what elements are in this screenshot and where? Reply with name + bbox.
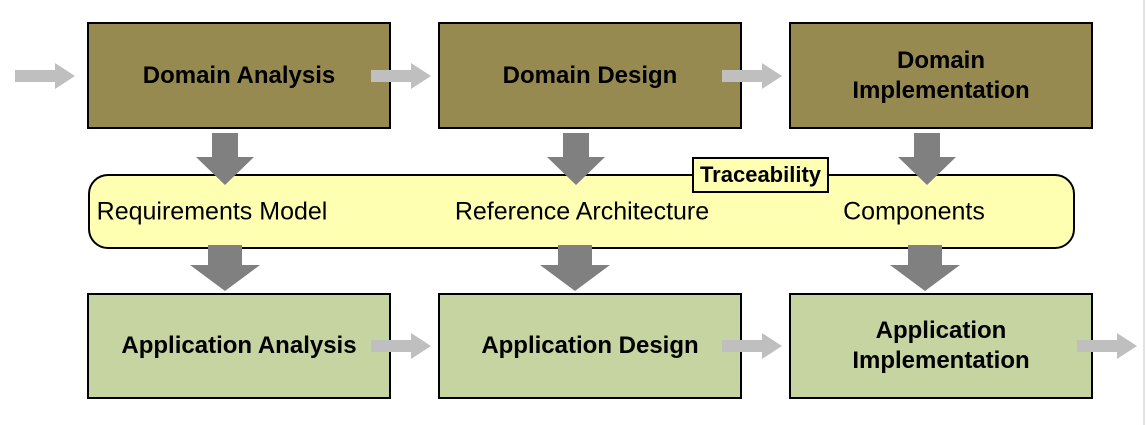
domain-analysis-box: Domain Analysis [87,22,391,129]
flow-arrow-down-icon [190,245,260,291]
traceability-band: Requirements Model Reference Architectur… [88,174,1075,249]
flow-arrow-down-icon [890,245,960,291]
band-label-reference-architecture: Reference Architecture [454,197,710,225]
box-label: Domain Design [502,61,678,89]
domain-design-box: Domain Design [438,22,742,129]
box-label: Domain Analysis [142,61,336,89]
flow-arrow-right-icon [1077,333,1137,359]
traceability-tag: Traceability [692,157,829,193]
application-implementation-box: Application Implementation [789,293,1093,399]
box-label: Application Analysis [121,332,357,359]
traceability-tag-label: Traceability [699,162,822,187]
flow-arrow-right-icon [371,333,431,359]
flow-arrow-down-icon [196,133,254,185]
box-label: Domain Implementation [852,46,1030,104]
band-label-requirements-model: Requirements Model [96,197,328,225]
page-edge-divider [1143,0,1145,425]
band-label-components: Components [843,197,985,225]
flow-arrow-right-icon [15,63,75,89]
application-analysis-box: Application Analysis [87,293,391,399]
flow-arrow-down-icon [898,133,956,185]
box-label: Application Design [481,332,699,359]
flow-arrow-down-icon [547,133,605,185]
flow-arrow-right-icon [722,333,782,359]
application-design-box: Application Design [438,293,742,399]
domain-implementation-box: Domain Implementation [789,22,1093,129]
box-label: Application Implementation [852,317,1030,374]
flow-arrow-right-icon [371,63,431,89]
flow-arrow-right-icon [722,63,782,89]
flow-arrow-down-icon [540,245,610,291]
